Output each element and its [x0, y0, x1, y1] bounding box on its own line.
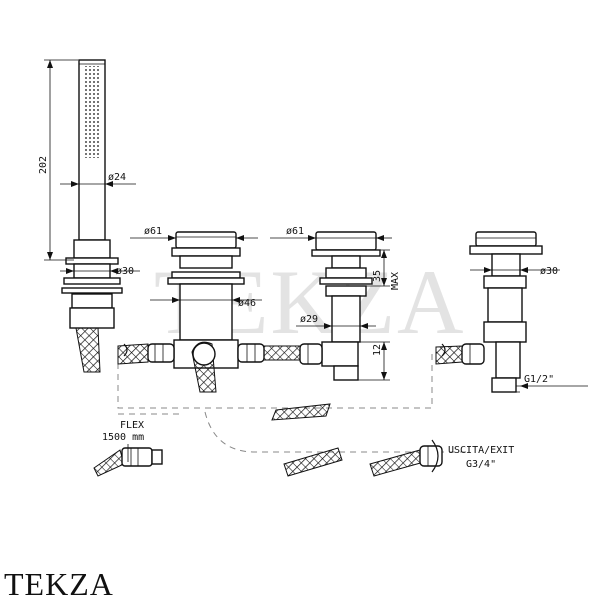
hose-lower-middle: [283, 447, 343, 477]
valve-2: ø61 ø29 35 MAX 12: [270, 226, 401, 381]
thread-g12-label: G1/2": [524, 374, 554, 385]
dim-35-label: 35: [372, 270, 383, 282]
dim-d61-1-label: ø61: [144, 226, 162, 237]
flex-hose: FLEX 1500 mm: [93, 420, 163, 477]
flex-length-label: 1500 mm: [102, 432, 144, 443]
dim-d61-2-label: ø61: [286, 226, 304, 237]
brand-logo-text: TEKZA: [4, 566, 114, 602]
dim-d30-left-label: ø30: [116, 266, 134, 277]
hose-middle: [271, 403, 331, 421]
dim-d24-label: ø24: [108, 172, 126, 183]
exit-hose: USCITA/EXIT G3/4": [369, 439, 514, 477]
hand-shower: 202 ø24 ø30: [38, 59, 140, 373]
dim-12-label: 12: [372, 344, 383, 356]
exit-title-label: USCITA/EXIT: [448, 445, 514, 456]
flex-title-label: FLEX: [120, 420, 144, 431]
dim-d46-label: ø46: [238, 298, 256, 309]
deck-outline: [117, 352, 470, 453]
spout-valve: ø30 G1/2": [435, 231, 588, 393]
dim-max-label: MAX: [390, 272, 401, 290]
dim-202-label: 202: [38, 156, 49, 174]
valve-1: ø61 ø46: [117, 226, 301, 393]
dim-d30-right-label: ø30: [540, 266, 558, 277]
exit-thread-label: G3/4": [466, 459, 496, 470]
dim-d29-label: ø29: [300, 314, 318, 325]
